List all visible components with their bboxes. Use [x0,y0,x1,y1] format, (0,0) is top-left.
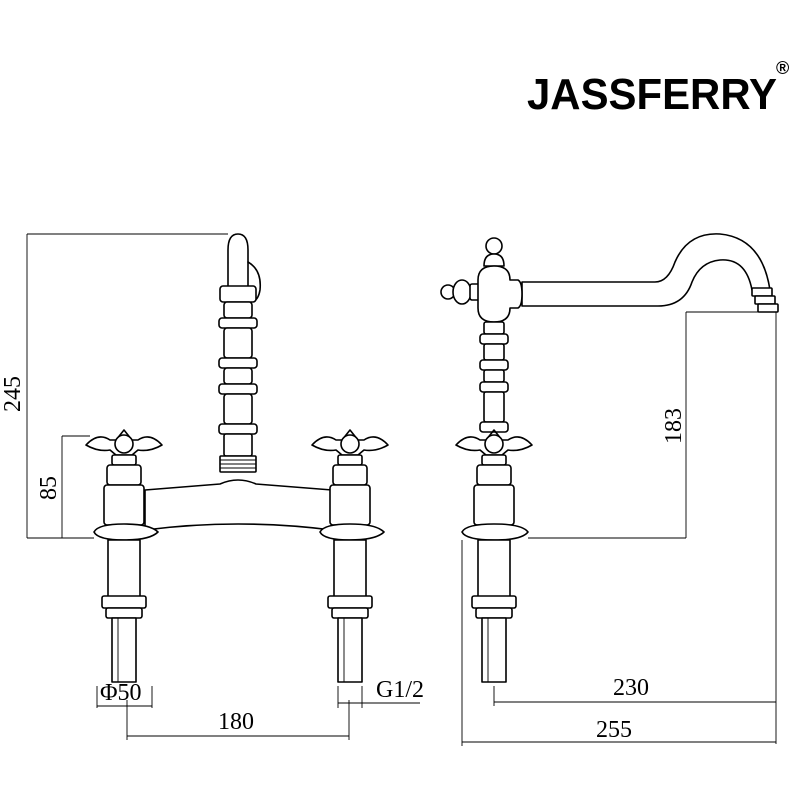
registered-mark: ® [776,58,789,78]
left-valve [85,429,163,683]
bridge-body [144,479,333,531]
dim-overall-height: 245 [0,376,26,412]
side-spout [521,233,771,307]
front-view: 245 85 Φ50 G1/2 180 [0,233,424,740]
dim-handle-height: 85 [36,476,62,500]
dim-spout-height: 183 [661,408,687,444]
dim-spout-reach: 230 [613,675,649,701]
dim-overall-depth: 255 [596,717,632,743]
right-valve [311,429,389,683]
dim-base-diameter: Φ50 [100,680,142,706]
side-view: 183 230 255 [440,233,779,746]
dim-thread: G1/2 [376,677,424,703]
dim-centres: 180 [218,709,254,735]
brand-logo-text: JASSFERRY [527,70,777,119]
front-spout-column [218,233,262,473]
